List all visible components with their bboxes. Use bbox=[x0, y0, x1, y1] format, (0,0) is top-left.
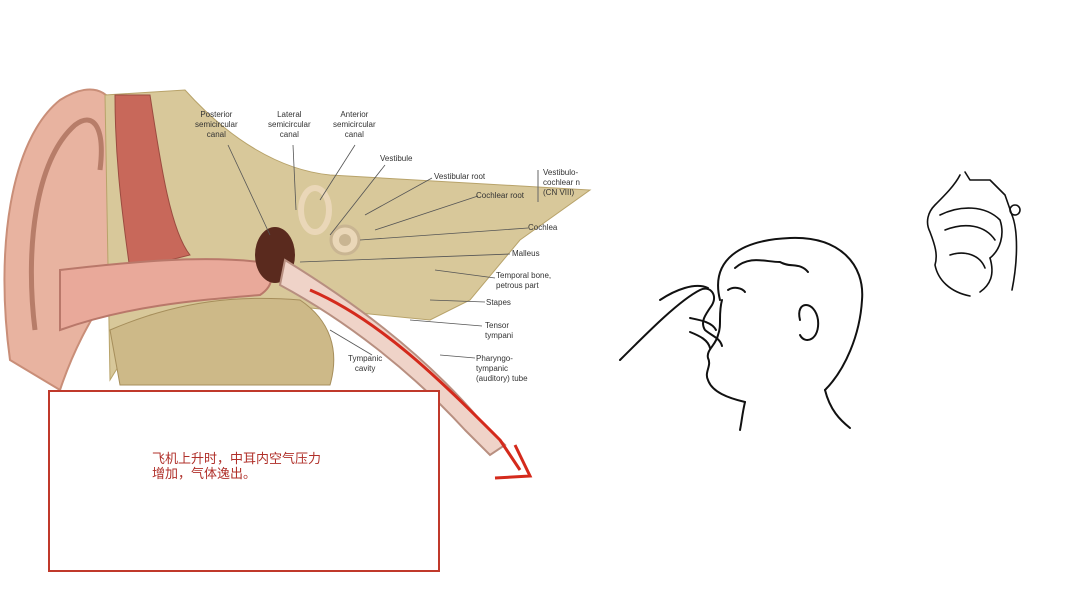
air-flow-arrow-head bbox=[494, 444, 533, 480]
leader-lines bbox=[227, 144, 529, 359]
semicircular-canal-shape bbox=[298, 185, 332, 235]
pharyngotympanic-tube bbox=[278, 258, 507, 457]
pinna-fold bbox=[28, 117, 104, 331]
label-posterior-canal: Posterior semicircular canal bbox=[195, 110, 238, 139]
label-cochlea: Cochlea bbox=[528, 223, 558, 232]
label-lateral-canal: Lateral semicircular canal bbox=[268, 110, 311, 139]
label-tensor-tympani: Tensor tympani bbox=[485, 321, 514, 340]
cochlea-core bbox=[339, 234, 351, 246]
label-pharyngotympanic: Pharyngo- tympanic (auditory) tube bbox=[476, 354, 528, 383]
air-flow-arrow bbox=[309, 288, 522, 471]
label-anterior-canal: Anterior semicircular canal bbox=[333, 110, 376, 139]
label-vestibular-root: Vestibular root bbox=[434, 172, 486, 181]
label-temporal-bone: Temporal bone, petrous part bbox=[496, 271, 552, 290]
label-malleus: Malleus bbox=[512, 249, 540, 258]
caption-text: 飞机上升时，中耳内空气压力 增加，气体逸出。 bbox=[152, 452, 322, 482]
label-stapes: Stapes bbox=[486, 298, 511, 307]
label-tympanic-cavity: Tympanic cavity bbox=[348, 354, 383, 373]
label-cn-viii: Vestibulo- cochlear n (CN VIII) bbox=[543, 168, 580, 197]
lower-bone bbox=[109, 297, 335, 386]
label-vestibule: Vestibule bbox=[380, 154, 413, 163]
caption-box bbox=[48, 390, 440, 572]
label-cochlear-root: Cochlear root bbox=[476, 191, 525, 200]
